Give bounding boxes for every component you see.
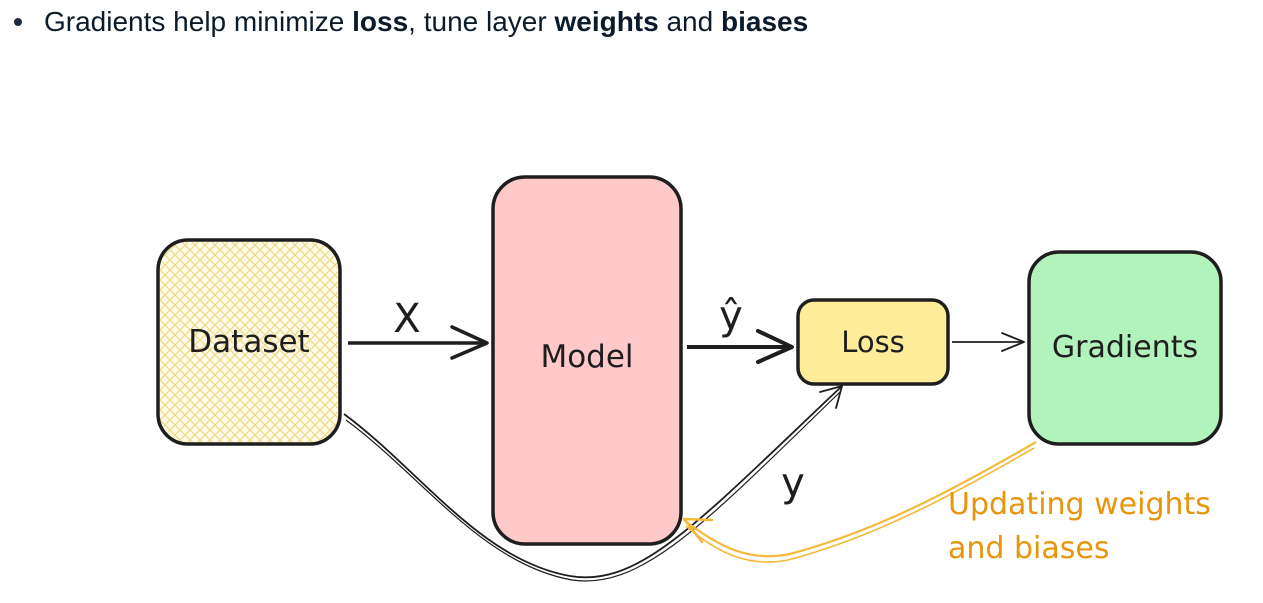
loss-label: Loss <box>841 325 905 359</box>
arrow-dataset-to-model <box>348 325 489 360</box>
y-hat-edge-label: ŷ <box>719 293 743 339</box>
update-label-line-1: Updating weights <box>948 487 1211 522</box>
bullet-dot <box>14 18 22 26</box>
x-edge-label: X <box>393 296 420 342</box>
bullet-text-part: , tune layer <box>408 6 555 37</box>
bullet-text: Gradients help minimize loss, tune layer… <box>44 6 808 38</box>
arrow-loss-to-gradients <box>952 332 1025 352</box>
model-label: Model <box>540 339 633 375</box>
bullet-item: Gradients help minimize loss, tune layer… <box>14 2 808 42</box>
loss-node: Loss <box>796 298 950 386</box>
arrow-gradients-to-model <box>682 441 1037 563</box>
model-node: Model <box>491 175 683 546</box>
bullet-text-bold-loss: loss <box>352 6 409 37</box>
dataset-label: Dataset <box>188 324 309 360</box>
bullet-text-part: and <box>658 6 721 37</box>
dataset-node: Dataset <box>156 238 342 446</box>
arrow-dataset-to-loss <box>343 385 843 582</box>
gradients-label: Gradients <box>1052 330 1198 365</box>
arrow-model-to-loss <box>687 329 794 364</box>
bullet-text-part: Gradients help minimize <box>44 6 353 37</box>
y-edge-label: y <box>781 460 805 506</box>
update-label-line-2: and biases <box>948 531 1109 566</box>
bullet-text-bold-weights: weights <box>554 6 659 37</box>
gradients-node: Gradients <box>1027 250 1223 446</box>
bullet-text-bold-biases: biases <box>720 6 809 37</box>
